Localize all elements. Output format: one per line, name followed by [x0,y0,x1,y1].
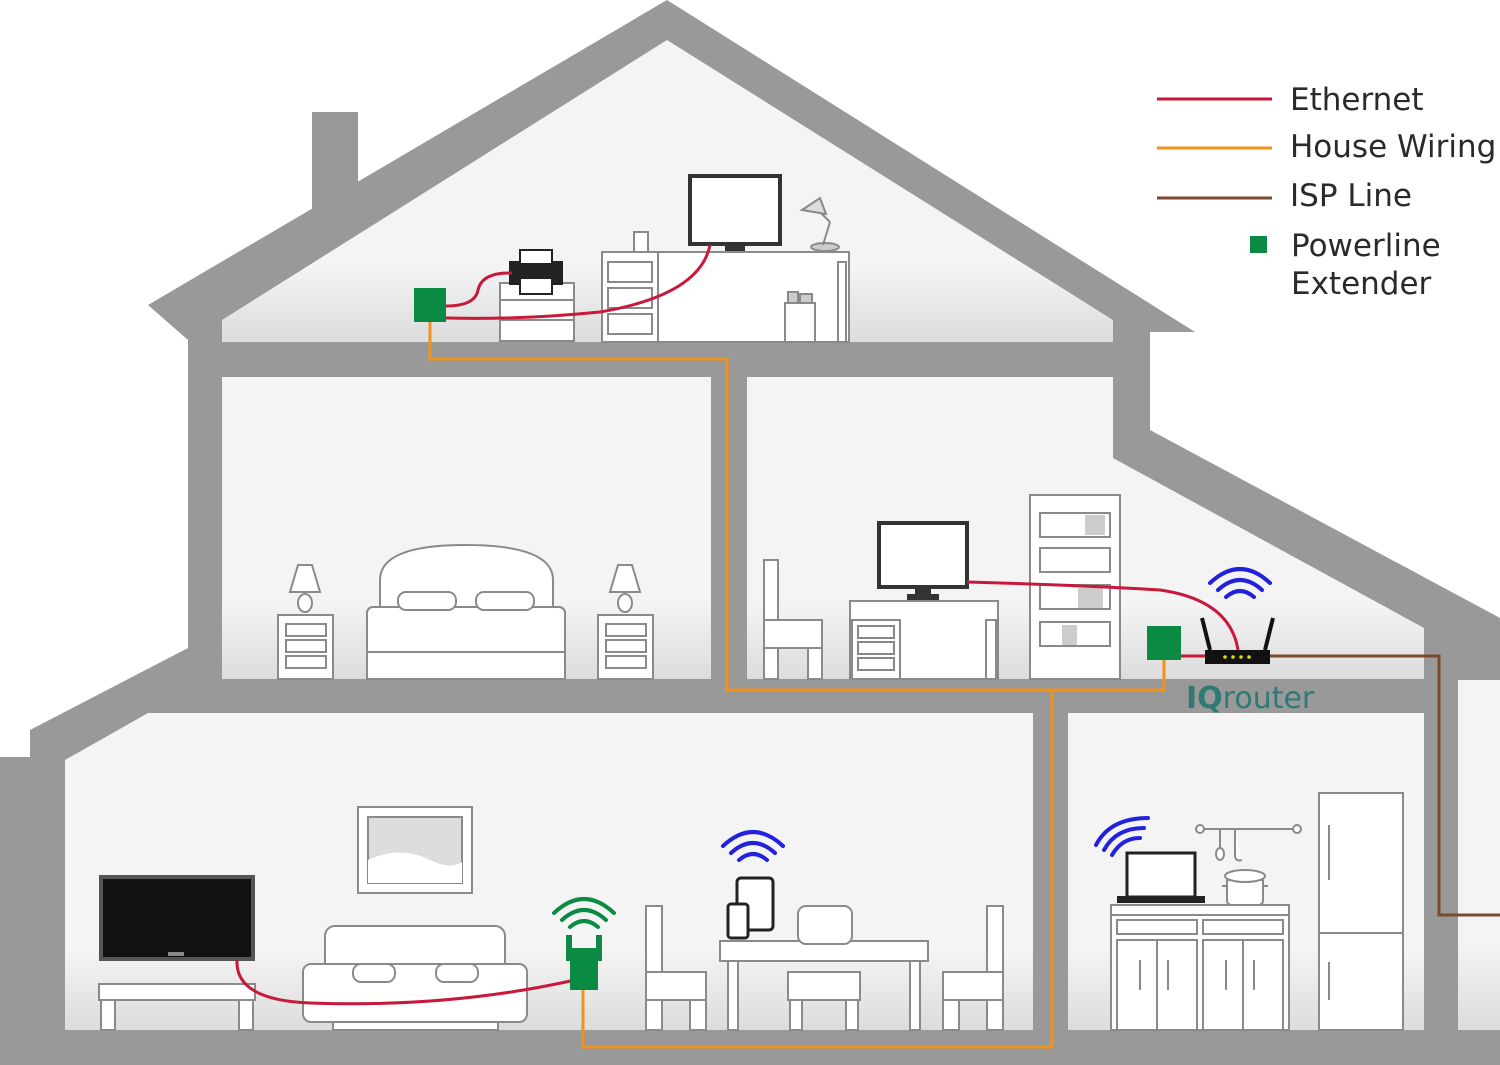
desk-lamp-icon [799,196,840,252]
legend-house-wiring-label: House Wiring [1290,129,1496,165]
tv-icon [99,875,255,961]
printer-stand [499,282,575,342]
bedside-lamp-icon [288,564,322,613]
office-monitor-icon [877,521,969,600]
wifi-icon [1094,816,1150,857]
legend-powerline-swatch [1250,236,1267,253]
wifi-powerline-extender [566,935,602,990]
kitchen-counter [1110,904,1290,1031]
dining-chair [942,905,1004,1031]
legend-powerline-label-line2: Extender [1291,266,1432,302]
picture-frame [357,806,473,894]
wifi-icon [721,830,785,862]
dining-chair [787,905,861,1031]
living-room-furniture [98,806,1004,1031]
trash-can-icon [784,291,816,343]
extender-wifi-icon [552,897,616,929]
isp-line [1270,654,1500,917]
tv-stand [98,983,256,1001]
router-brand-logo: IQrouter [1186,681,1315,716]
powerline-extender-attic [414,288,446,322]
cooking-pot-icon [1222,869,1268,906]
laptop-icon [1117,851,1205,903]
router-icon [1200,617,1275,664]
legend-powerline-label-line1: Powerline [1291,228,1441,264]
attic-furniture [499,174,850,343]
legend-ethernet-label: Ethernet [1290,82,1424,118]
dining-chair [645,905,707,1031]
wifi-icon [1208,567,1272,599]
pencil-cup [633,231,649,253]
legend-isp-line-label: ISP Line [1290,178,1412,214]
attic-room [222,40,1113,342]
office-furniture [763,494,1121,680]
bedside-lamp-icon [608,564,642,613]
living-room [65,713,1033,1030]
dining-table [719,940,929,1031]
annex-room [1458,680,1500,1030]
bedroom-furniture [277,543,654,680]
office-chair [763,559,823,680]
powerline-extender-office [1147,626,1181,660]
house-wiring-lines [428,322,1166,1049]
ethernet-lines [235,244,1240,1006]
refrigerator-icon [1318,792,1404,1031]
printer-icon [509,249,563,295]
phone-icon [726,902,750,940]
legend: Ethernet House Wiring ISP Line Powerline… [1157,82,1496,302]
kitchen-furniture [1110,792,1404,1031]
bed-icon [366,543,566,680]
attic-monitor-icon [688,174,782,251]
utensil-rail [1195,824,1302,862]
sofa-icon [302,925,528,1031]
